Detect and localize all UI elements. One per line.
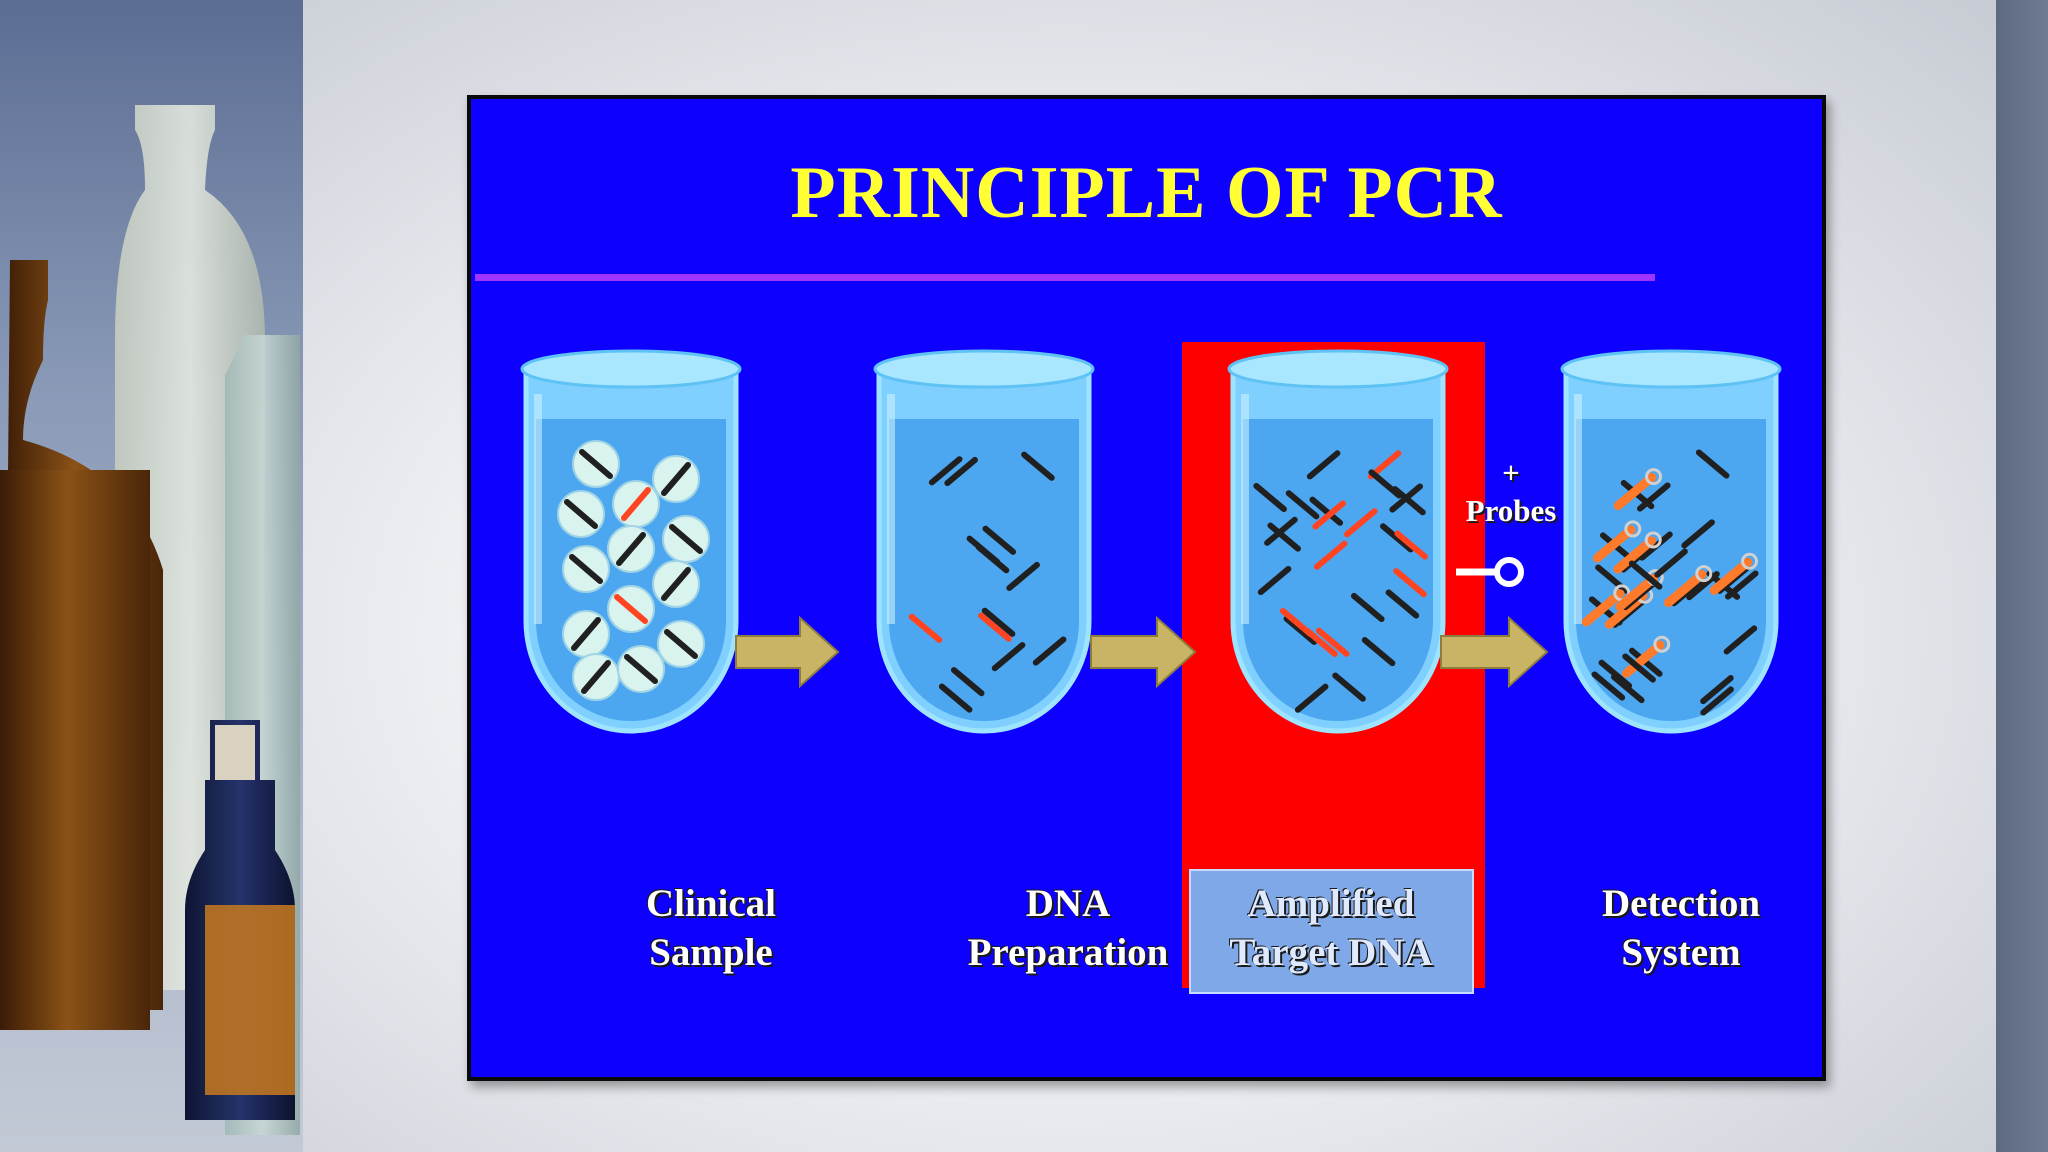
test-tube [1227,349,1449,734]
dna-strand [1591,671,1626,701]
dna-strand [1636,482,1671,512]
probes-annotation: + Probes [1446,454,1576,530]
diagram-title: PRINCIPLE OF PCR [790,152,1503,234]
stage-label-line1: Clinical [645,882,776,925]
dna-strand [1332,672,1366,702]
dna-strand [1392,486,1426,516]
dna-strand [944,456,978,487]
pcr-diagram-frame: PRINCIPLE OF PCR Clinical Sample DNA Pre… [467,95,1826,1081]
pcr-process-diagram [520,342,1782,988]
dna-strand [1394,530,1428,560]
dna-strand [982,525,1017,555]
probes-text: Probes [1465,493,1557,528]
dna-strand [1723,625,1758,655]
process-arrow [735,615,840,689]
dna-strand [1315,627,1350,657]
dna-strand [1385,589,1420,619]
dna-strand [1628,560,1663,590]
process-arrow [1440,615,1549,689]
test-tube [1560,349,1782,734]
dna-strand [1253,482,1287,513]
dna-strand [1598,659,1633,689]
probe-strand [1613,472,1657,511]
dna-strand [1283,615,1318,645]
probe-strand [1709,557,1753,595]
dna-strand [1313,540,1348,570]
dna-strand [1380,523,1414,553]
stage-label-clinical-sample: Clinical Sample [561,879,861,977]
stage-label-line1: Detection [1601,882,1761,925]
amplified-label-box [1189,869,1474,994]
stage-label-amplified-target-dna: Amplified Target DNA [1181,879,1481,977]
probe-strand [1621,640,1665,678]
dna-strand [928,456,963,486]
dna-strand [991,642,1026,672]
dna-strand [1700,686,1734,716]
title-underline [475,274,1655,281]
dna-strand [1267,522,1301,552]
dna-strand [1309,496,1344,526]
dna-strand [981,607,1016,637]
stage-label-line2: System [1621,931,1741,974]
dna-strand [1686,571,1720,601]
test-tube [873,349,1095,734]
probes-plus: + [1502,455,1520,490]
dna-strand [1393,568,1427,598]
dna-strand [1257,565,1292,596]
probe-icon [1456,557,1524,587]
dna-strand [1622,653,1656,683]
dna-strand [1700,675,1734,705]
dna-strand [1285,490,1320,520]
dna-strand [1361,637,1396,667]
dna-strand [1343,508,1378,538]
bottles-illustration [0,105,300,1135]
right-edge-strip [1996,0,2048,1152]
dna-strand [1681,519,1715,549]
dna-strand [978,612,1012,642]
dna-strand [1312,500,1346,530]
dna-strand [1695,449,1730,479]
probe-strand [1592,525,1636,563]
dna-strand [908,613,943,643]
dna-strand [1654,548,1688,578]
probe-strand [1615,573,1659,612]
probe-strand [1581,589,1625,627]
dna-strand [950,667,985,697]
dna-strand [1032,636,1067,666]
stage-label-line1: DNA [1025,882,1111,925]
dna-strand [1006,561,1040,592]
test-tube [520,349,742,734]
stage-label-detection-system: Detection System [1531,879,1831,977]
dna-strand [966,535,1001,565]
probe-strand [1613,536,1657,574]
dna-strand [1279,607,1314,638]
probe-strand [1663,569,1707,608]
stage-label-line2: Sample [649,931,773,974]
stage-label-dna-preparation: DNA Preparation [918,879,1218,977]
dna-strand [1306,450,1341,480]
stage-label-line2: Target DNA [1229,931,1433,974]
stage-label-line2: Preparation [967,931,1169,974]
stage-label-line1: Amplified [1247,882,1415,925]
dna-strand [1264,516,1298,546]
process-arrow [1090,615,1197,689]
dna-strand [1350,592,1385,623]
dna-strand [1294,683,1329,713]
dna-strand [1021,451,1055,481]
dna-strand [938,683,973,713]
bottles-photo [0,0,303,1152]
